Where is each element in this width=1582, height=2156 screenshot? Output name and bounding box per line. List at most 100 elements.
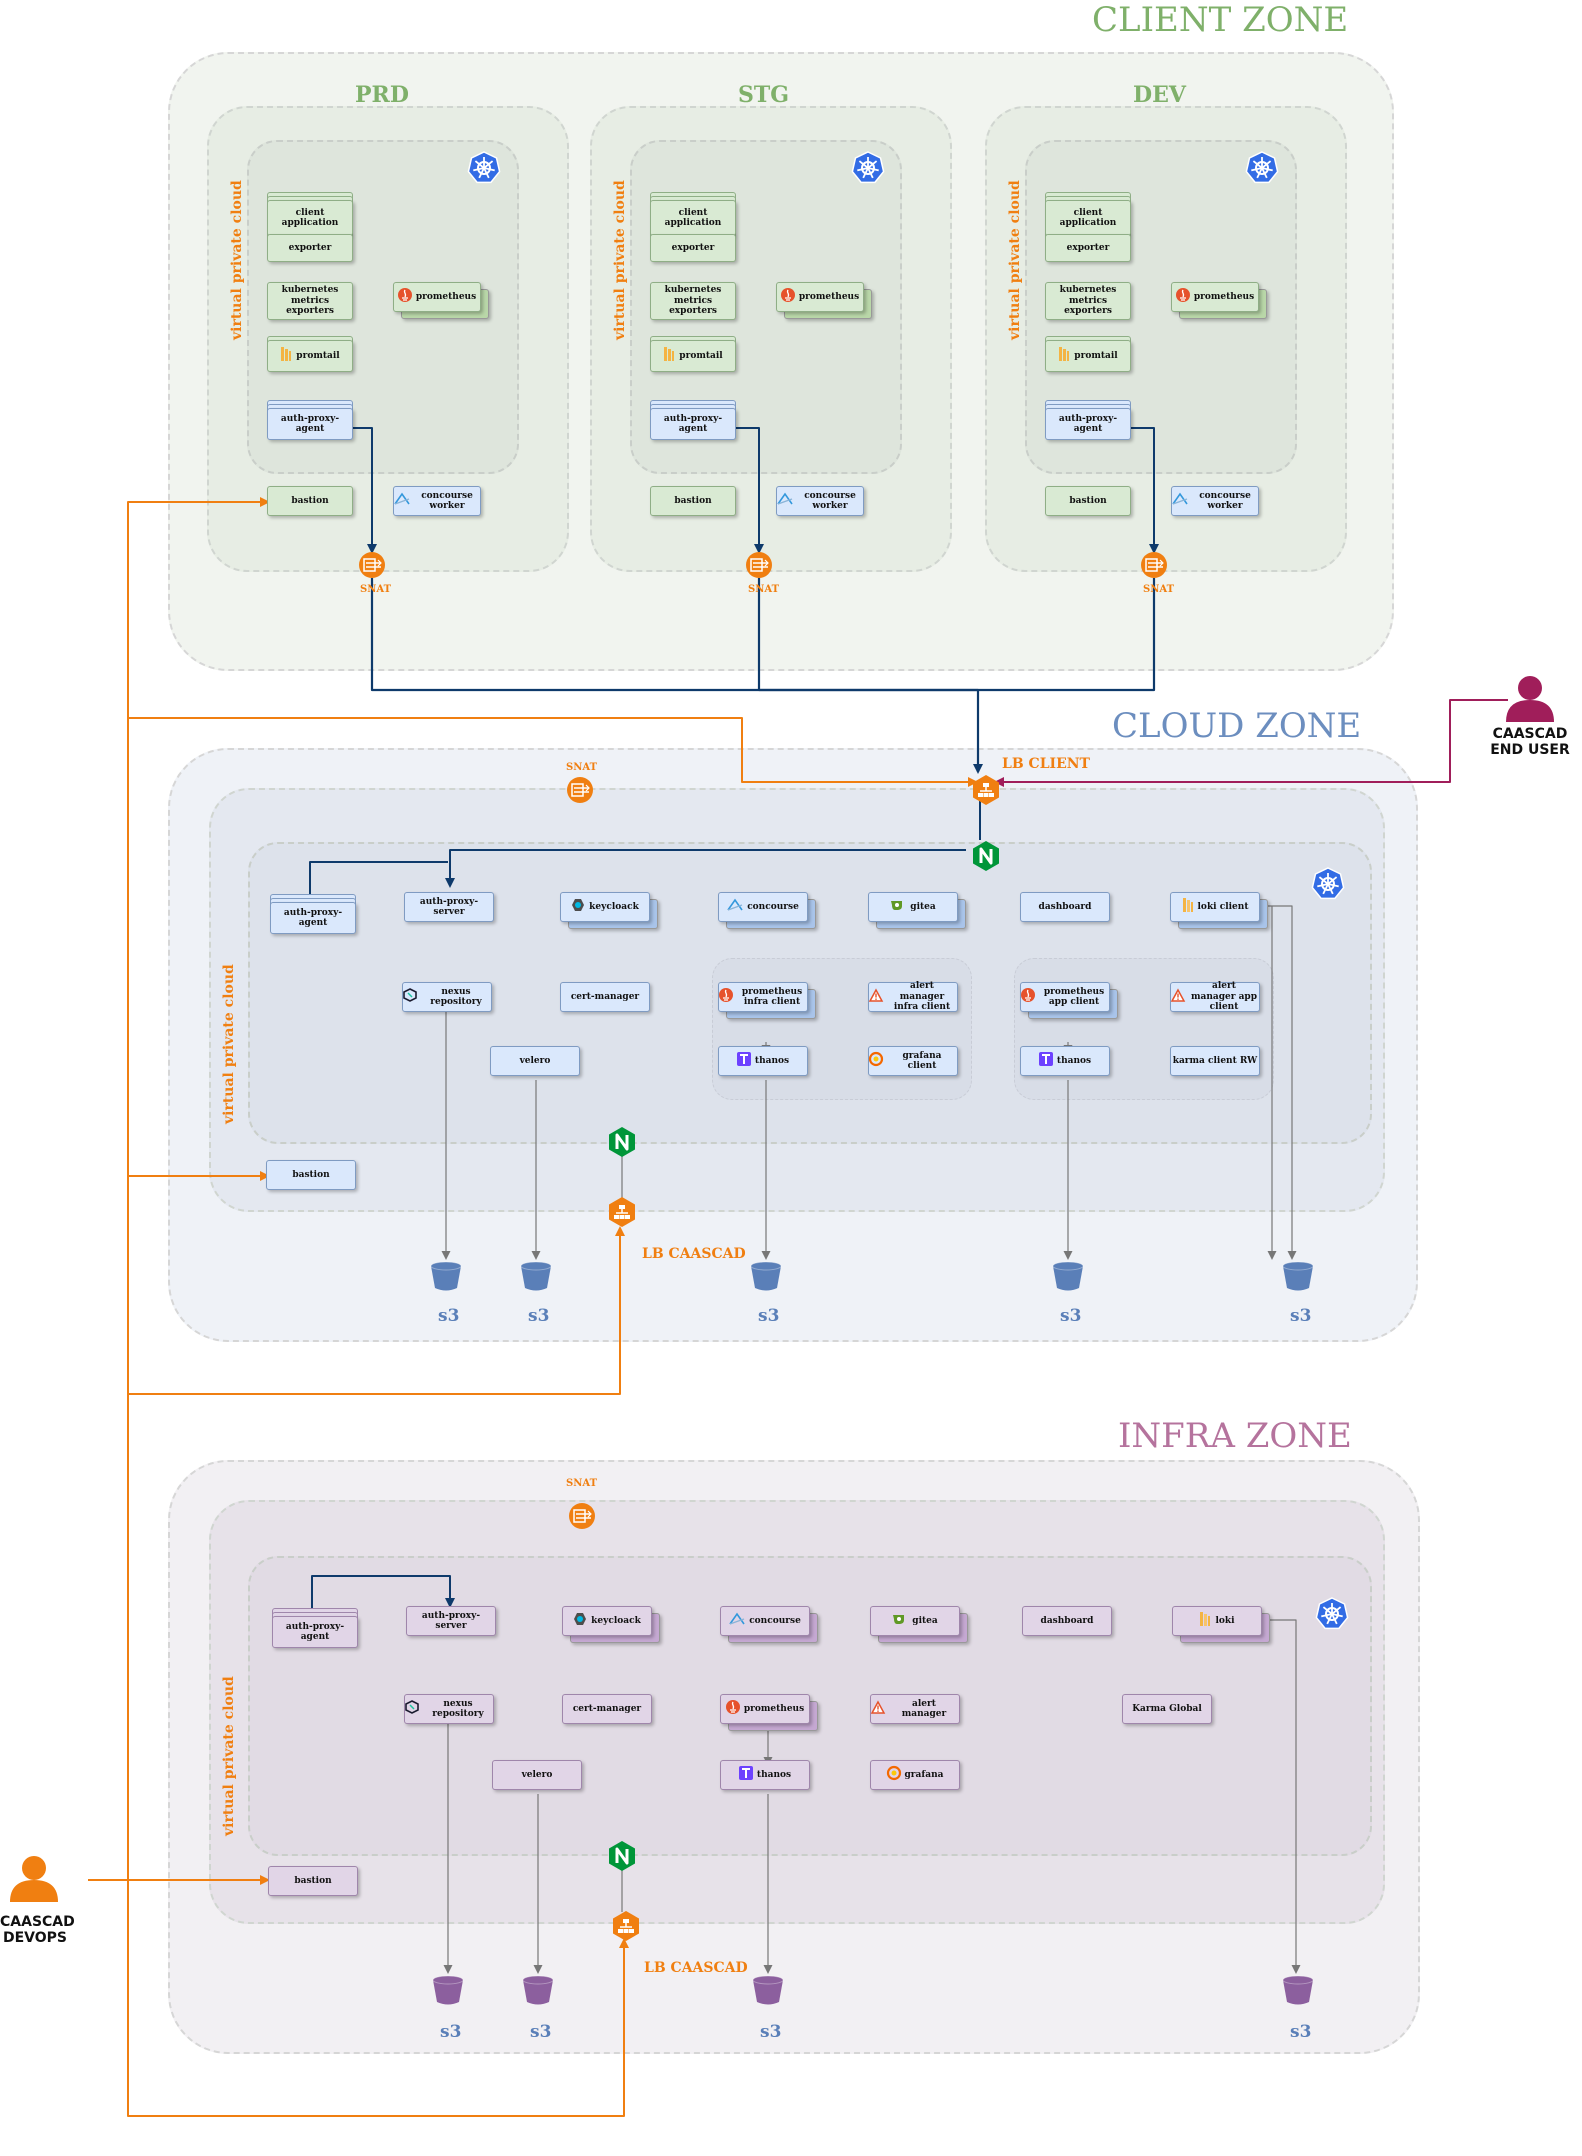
prometheus-icon: [1175, 288, 1190, 305]
kubernetes-icon: [1245, 151, 1279, 184]
promtail-node[interactable]: promtail: [1045, 340, 1131, 372]
keycloak-infra[interactable]: keycloack: [562, 1606, 652, 1636]
bastion-client[interactable]: bastion: [267, 486, 353, 516]
auth-proxy-agent-infra[interactable]: auth-proxy-agent: [272, 1616, 358, 1648]
prometheus-node[interactable]: prometheus: [1171, 282, 1259, 312]
devops-to-prd-bastion: [88, 497, 270, 1881]
env-title-dev: DEV: [1133, 82, 1186, 108]
prometheus-infra[interactable]: prometheus: [720, 1694, 810, 1724]
concourse-worker[interactable]: concourse worker: [393, 486, 481, 516]
karma-global-infra[interactable]: Karma Global: [1122, 1694, 1212, 1724]
bastion-infra[interactable]: bastion: [268, 1866, 358, 1896]
concourse-worker[interactable]: concourse worker: [1171, 486, 1259, 516]
grafana-client-node[interactable]: grafana client: [868, 1046, 958, 1076]
promtail-icon: [280, 346, 292, 365]
client-application-label: client application: [281, 207, 339, 228]
snat-label: SNAT: [360, 584, 392, 595]
prometheus-icon: [397, 288, 412, 305]
nexus-infra[interactable]: nexus repository: [404, 1694, 494, 1724]
gitea-node[interactable]: gitea: [868, 892, 958, 922]
s3-label: s3: [758, 1306, 780, 1326]
bastion-client[interactable]: bastion: [1045, 486, 1131, 516]
loki-infra[interactable]: loki: [1172, 1606, 1262, 1636]
exporter[interactable]: exporter: [650, 234, 736, 262]
auth-proxy-agent-cloud[interactable]: auth-proxy-agent: [270, 902, 356, 934]
cert-manager-infra[interactable]: cert-manager: [562, 1694, 652, 1724]
kubernetes-metrics-exporters-label: kubernetes metrics exporters: [1059, 285, 1117, 317]
gitea-infra[interactable]: gitea: [870, 1606, 960, 1636]
grafana-icon: [886, 1766, 901, 1783]
thanos-infra-node[interactable]: thanos: [718, 1046, 808, 1076]
client-application[interactable]: client application: [650, 200, 736, 236]
dashboard-infra[interactable]: dashboard: [1022, 1606, 1112, 1636]
prometheus-icon: [719, 988, 733, 1005]
concourse-icon: [729, 1612, 745, 1629]
monitoring-infra-group: [712, 958, 972, 1100]
auth-proxy-agent[interactable]: auth-proxy-agent: [1045, 408, 1131, 440]
concourse-infra[interactable]: concourse: [720, 1606, 810, 1636]
auth-proxy-server-cloud[interactable]: auth-proxy-server: [404, 892, 494, 922]
bastion-cloud[interactable]: bastion: [266, 1160, 356, 1190]
s3-label: s3: [438, 1306, 460, 1326]
snat-icon: [569, 1503, 595, 1529]
karma-client-node[interactable]: karma client RW: [1170, 1046, 1260, 1076]
auth-proxy-server-infra[interactable]: auth-proxy-server: [406, 1606, 496, 1636]
exporter[interactable]: exporter: [267, 234, 353, 262]
dashboard-node-label: dashboard: [1038, 901, 1092, 912]
prometheus-app-client-node[interactable]: prometheus app client: [1020, 982, 1110, 1012]
exporter[interactable]: exporter: [1045, 234, 1131, 262]
prometheus-infra-client-node[interactable]: prometheus infra client: [718, 982, 808, 1012]
dashboard-node[interactable]: dashboard: [1020, 892, 1110, 922]
velero-infra[interactable]: velero: [492, 1760, 582, 1790]
prd-agent-to-snat: [352, 427, 377, 554]
auth-proxy-agent[interactable]: auth-proxy-agent: [267, 408, 353, 440]
concourse-worker[interactable]: concourse worker: [776, 486, 864, 516]
cert-manager-node[interactable]: cert-manager: [560, 982, 650, 1012]
prometheus-node-label: prometheus: [798, 291, 860, 302]
loki-to-s3: [1266, 1619, 1301, 1974]
client-application[interactable]: client application: [1045, 200, 1131, 236]
thanos-infra[interactable]: thanos: [720, 1760, 810, 1790]
promtail-node[interactable]: promtail: [650, 340, 736, 372]
bastion-client[interactable]: bastion: [650, 486, 736, 516]
velero-infra-label: velero: [521, 1769, 553, 1780]
kubernetes-metrics-exporters[interactable]: kubernetes metrics exporters: [1045, 282, 1131, 320]
exporter-label: exporter: [1066, 242, 1110, 253]
alert-icon: [868, 988, 884, 1005]
gitea-icon: [892, 1613, 908, 1628]
nexus-icon: [403, 988, 417, 1005]
loki-client-node[interactable]: loki client: [1170, 892, 1260, 922]
prometheus-infra-client-node-label: prometheus infra client: [741, 986, 803, 1007]
auth-proxy-agent-label: auth-proxy-agent: [663, 413, 723, 434]
concourse-icon: [777, 492, 793, 509]
alert-manager-infra-node[interactable]: alert manager infra client: [868, 981, 958, 1012]
snat-label: SNAT: [1143, 584, 1175, 595]
alert-manager-app-node[interactable]: alert manager app client: [1170, 981, 1260, 1012]
snat-icon: [746, 552, 772, 578]
s3-bucket-icon: [1282, 1261, 1314, 1291]
kubernetes-metrics-exporters[interactable]: kubernetes metrics exporters: [267, 282, 353, 320]
snat-label: SNAT: [566, 762, 598, 773]
s3-bucket-icon: [1052, 1261, 1084, 1291]
prometheus-node[interactable]: prometheus: [776, 282, 864, 312]
concourse-node[interactable]: concourse: [718, 892, 808, 922]
keycloak-node[interactable]: keycloack: [560, 892, 650, 922]
promtail-node[interactable]: promtail: [267, 340, 353, 372]
grafana-infra[interactable]: grafana: [870, 1760, 960, 1790]
s3-label: s3: [530, 2022, 552, 2042]
karma-client-node-label: karma client RW: [1172, 1055, 1258, 1066]
velero-node[interactable]: velero: [490, 1046, 580, 1076]
gitea-node-label: gitea: [910, 901, 936, 912]
snat-label: SNAT: [566, 1478, 598, 1489]
kubernetes-metrics-exporters[interactable]: kubernetes metrics exporters: [650, 282, 736, 320]
nexus-repository-node[interactable]: nexus repository: [402, 982, 492, 1012]
prometheus-node[interactable]: prometheus: [393, 282, 481, 312]
thanos-app-node[interactable]: thanos: [1020, 1046, 1110, 1076]
alert-manager-infra[interactable]: alert manager: [870, 1694, 960, 1724]
auth-proxy-agent-cloud-label: auth-proxy-agent: [283, 907, 343, 928]
client-application[interactable]: client application: [267, 200, 353, 236]
velero-node-label: velero: [519, 1055, 551, 1066]
auth-proxy-agent[interactable]: auth-proxy-agent: [650, 408, 736, 440]
